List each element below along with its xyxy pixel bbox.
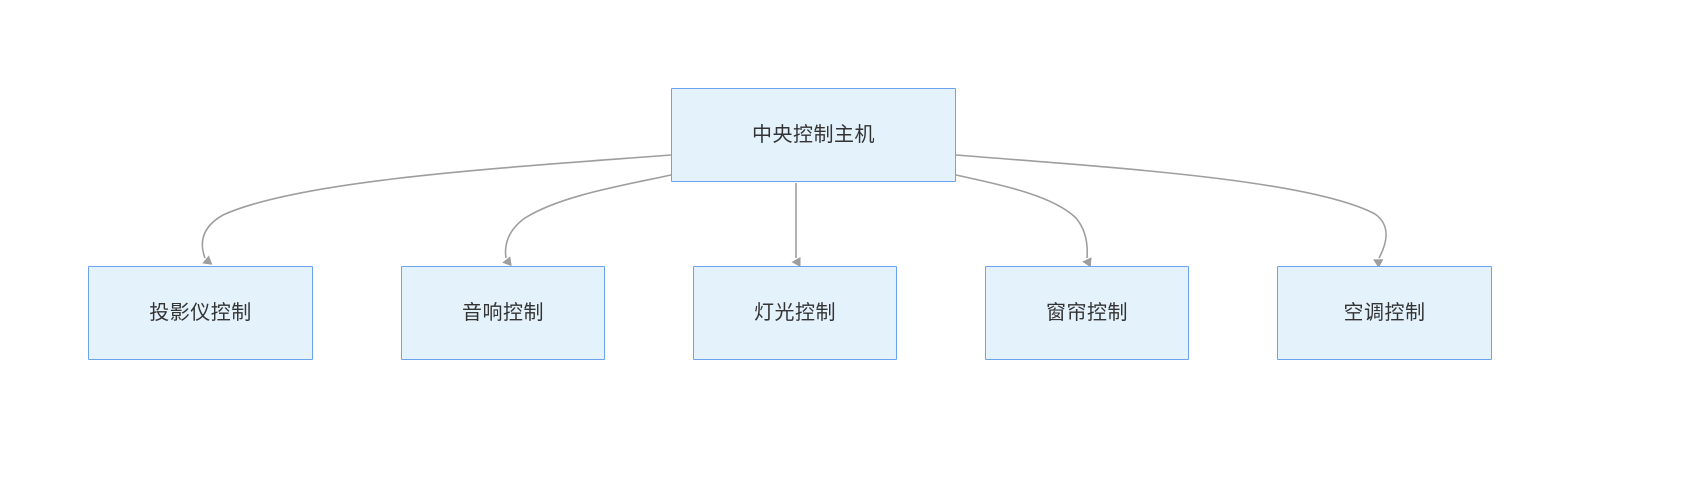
node-curtain-control[interactable]: 窗帘控制 <box>985 266 1189 360</box>
edge-root-curtain <box>955 174 1092 268</box>
node-label: 窗帘控制 <box>1046 302 1128 324</box>
node-audio-control[interactable]: 音响控制 <box>401 266 605 360</box>
node-label: 中央控制主机 <box>752 124 875 146</box>
edge-root-projector <box>201 154 672 265</box>
edge-root-audio <box>502 174 672 267</box>
node-label: 投影仪控制 <box>149 302 252 324</box>
node-aircon-control[interactable]: 空调控制 <box>1277 266 1492 360</box>
node-central-control-host[interactable]: 中央控制主机 <box>671 88 956 182</box>
node-label: 空调控制 <box>1343 302 1426 324</box>
node-label: 音响控制 <box>462 302 544 324</box>
edge-root-aircon <box>955 154 1387 269</box>
node-projector-control[interactable]: 投影仪控制 <box>88 266 313 360</box>
node-label: 灯光控制 <box>754 302 836 324</box>
node-lighting-control[interactable]: 灯光控制 <box>693 266 897 360</box>
